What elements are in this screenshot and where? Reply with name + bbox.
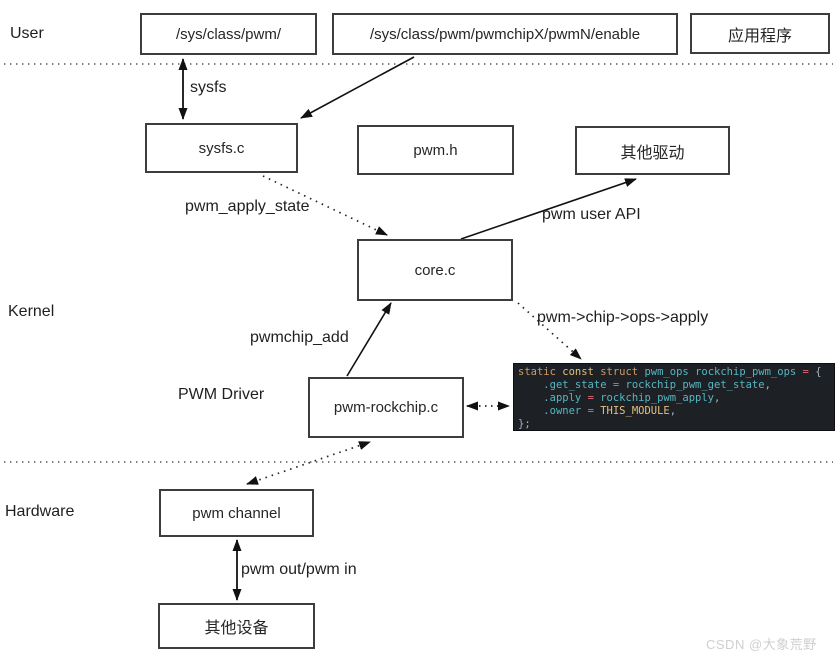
node-pwm-channel: pwm channel — [159, 489, 314, 537]
edge-enable-to-sysfs — [300, 56, 415, 119]
edge-pwmchip-add — [346, 302, 392, 377]
node-pwm-h: pwm.h — [357, 125, 514, 175]
watermark: CSDN @大象荒野 — [706, 637, 817, 652]
layer-label-pwm-driver: PWM Driver — [178, 386, 265, 403]
node-sys-class-pwm: /sys/class/pwm/ — [140, 13, 317, 55]
node-application: 应用程序 — [690, 13, 830, 54]
layer-label-kernel: Kernel — [8, 303, 55, 320]
edge-label-pwm-user-api: pwm user API — [542, 206, 641, 223]
edge-label-ops-apply: pwm->chip->ops->apply — [537, 309, 709, 326]
code-snippet: static const struct pwm_ops rockchip_pwm… — [513, 363, 835, 431]
layer-label-hardware: Hardware — [5, 503, 75, 520]
node-other-devices: 其他设备 — [158, 603, 315, 649]
node-sys-enable-path: /sys/class/pwm/pwmchipX/pwmN/enable — [332, 13, 678, 55]
layer-label-user: User — [10, 25, 44, 42]
edge-label-pwmchip-add: pwmchip_add — [250, 329, 349, 346]
edge-label-pwm-out-in: pwm out/pwm in — [241, 561, 357, 578]
node-core-c: core.c — [357, 239, 513, 301]
node-pwm-rockchip-c: pwm-rockchip.c — [308, 377, 464, 438]
node-other-drivers: 其他驱动 — [575, 126, 730, 175]
code-snippet-lines: static const struct pwm_ops rockchip_pwm… — [518, 366, 822, 431]
edge-label-sysfs: sysfs — [190, 79, 227, 96]
edge-label-pwm-apply-state: pwm_apply_state — [185, 198, 310, 215]
edge-rockchip-channel — [246, 441, 371, 485]
node-sysfs-c: sysfs.c — [145, 123, 298, 173]
